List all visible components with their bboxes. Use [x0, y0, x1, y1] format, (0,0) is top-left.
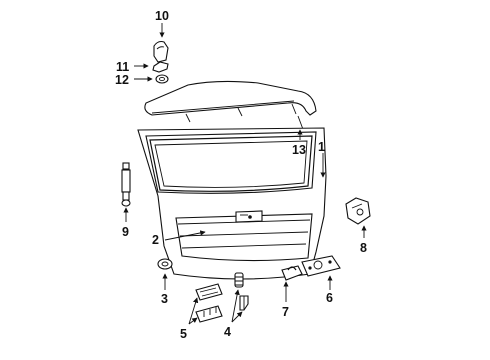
lock-cylinder-part	[157, 258, 173, 270]
callout-4: 4	[224, 325, 231, 339]
callout-13: 13	[292, 143, 306, 157]
callout-7: 7	[282, 305, 289, 319]
callout-12: 12	[115, 73, 129, 87]
side-hinge-part	[345, 197, 371, 225]
callout-11: 11	[116, 60, 129, 74]
leader-lines	[123, 23, 367, 325]
callout-9: 9	[122, 225, 129, 239]
callout-2: 2	[152, 233, 159, 247]
bumper-upper-part	[195, 283, 223, 301]
callout-10: 10	[155, 9, 169, 23]
nut-part	[155, 74, 169, 84]
spring-part	[234, 272, 244, 288]
hinge-bracket-part	[153, 40, 169, 63]
callout-1: 1	[318, 140, 325, 154]
striker-part	[281, 265, 303, 281]
latch-part	[301, 255, 341, 277]
callout-3: 3	[161, 292, 168, 306]
washer-part	[152, 61, 169, 73]
clip-part	[239, 295, 249, 311]
spoiler-part	[144, 80, 317, 133]
callout-5: 5	[180, 327, 187, 341]
callout-6: 6	[326, 291, 333, 305]
callout-8: 8	[360, 241, 367, 255]
bumper-lower-part	[195, 305, 223, 323]
gas-strut-part	[121, 162, 131, 207]
